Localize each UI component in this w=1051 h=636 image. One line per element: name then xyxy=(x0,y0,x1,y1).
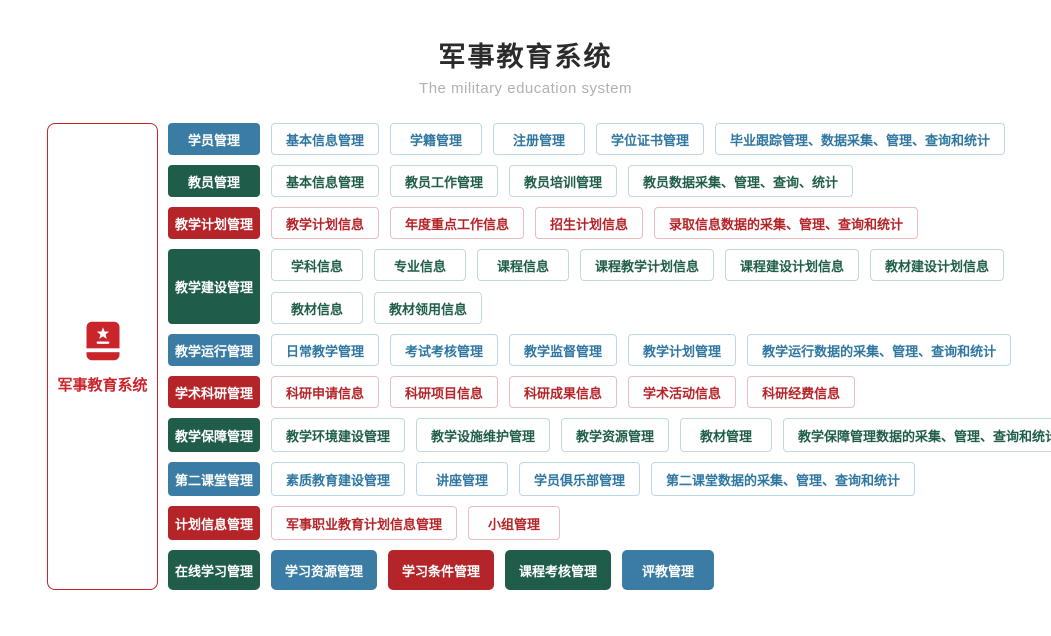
feature-button[interactable]: 课程信息 xyxy=(477,249,569,282)
module-children: 学习资源管理学习条件管理课程考核管理评教管理 xyxy=(271,550,715,591)
module-children: 日常教学管理考试考核管理教学监督管理教学计划管理教学运行数据的采集、管理、查询和… xyxy=(271,334,1012,367)
feature-button[interactable]: 教学运行数据的采集、管理、查询和统计 xyxy=(747,334,1012,367)
module-children: 基本信息管理教员工作管理教员培训管理教员数据采集、管理、查询、统计 xyxy=(271,165,854,198)
feature-button[interactable]: 日常教学管理 xyxy=(271,334,380,367)
feature-button[interactable]: 教学设施维护管理 xyxy=(416,418,551,453)
module-row: 教学建设管理学科信息专业信息课程信息课程教学计划信息课程建设计划信息教材建设计划… xyxy=(168,249,1051,325)
feature-button[interactable]: 教员工作管理 xyxy=(390,165,499,198)
feature-button[interactable]: 教材信息 xyxy=(271,292,363,325)
child-line: 基本信息管理学籍管理注册管理学位证书管理毕业跟踪管理、数据采集、管理、查询和统计 xyxy=(271,123,1006,156)
module-row: 计划信息管理军事职业教育计划信息管理小组管理 xyxy=(168,506,1051,541)
module-row: 第二课堂管理素质教育建设管理讲座管理学员俱乐部管理第二课堂数据的采集、管理、查询… xyxy=(168,462,1051,497)
module-row: 学员管理基本信息管理学籍管理注册管理学位证书管理毕业跟踪管理、数据采集、管理、查… xyxy=(168,123,1051,156)
root-system-label: 军事教育系统 xyxy=(57,377,148,395)
module-row: 在线学习管理学习资源管理学习条件管理课程考核管理评教管理 xyxy=(168,550,1051,591)
category-button[interactable]: 学员管理 xyxy=(168,123,260,156)
feature-button[interactable]: 讲座管理 xyxy=(416,462,509,497)
category-button[interactable]: 在线学习管理 xyxy=(168,550,260,591)
child-line: 教学环境建设管理教学设施维护管理教学资源管理教材管理教学保障管理数据的采集、管理… xyxy=(271,418,1051,453)
category-button[interactable]: 教学保障管理 xyxy=(168,418,260,453)
module-children: 军事职业教育计划信息管理小组管理 xyxy=(271,506,561,541)
feature-button[interactable]: 年度重点工作信息 xyxy=(390,207,525,240)
root-system-box: 军事教育系统 xyxy=(47,123,158,591)
child-line: 科研申请信息科研项目信息科研成果信息学术活动信息科研经费信息 xyxy=(271,376,856,409)
category-button[interactable]: 教学计划管理 xyxy=(168,207,260,240)
page-subtitle: The military education system xyxy=(419,80,632,98)
feature-button[interactable]: 教员数据采集、管理、查询、统计 xyxy=(628,165,854,198)
feature-button[interactable]: 科研成果信息 xyxy=(509,376,618,409)
category-button[interactable]: 教员管理 xyxy=(168,165,260,198)
feature-button[interactable]: 学科信息 xyxy=(271,249,363,282)
child-line: 基本信息管理教员工作管理教员培训管理教员数据采集、管理、查询、统计 xyxy=(271,165,854,198)
module-children: 基本信息管理学籍管理注册管理学位证书管理毕业跟踪管理、数据采集、管理、查询和统计 xyxy=(271,123,1006,156)
category-button[interactable]: 教学运行管理 xyxy=(168,334,260,367)
feature-button[interactable]: 学习资源管理 xyxy=(271,550,378,591)
feature-button[interactable]: 招生计划信息 xyxy=(535,207,644,240)
feature-button[interactable]: 基本信息管理 xyxy=(271,123,380,156)
feature-button[interactable]: 学位证书管理 xyxy=(596,123,705,156)
child-line: 日常教学管理考试考核管理教学监督管理教学计划管理教学运行数据的采集、管理、查询和… xyxy=(271,334,1012,367)
category-button[interactable]: 计划信息管理 xyxy=(168,506,260,541)
feature-button[interactable]: 考试考核管理 xyxy=(390,334,499,367)
feature-button[interactable]: 教材建设计划信息 xyxy=(870,249,1005,282)
category-button[interactable]: 学术科研管理 xyxy=(168,376,260,409)
child-line: 教材信息教材领用信息 xyxy=(271,292,1004,325)
diagram-layout: 军事教育系统 学员管理基本信息管理学籍管理注册管理学位证书管理毕业跟踪管理、数据… xyxy=(47,123,1051,591)
child-line: 学科信息专业信息课程信息课程教学计划信息课程建设计划信息教材建设计划信息 xyxy=(271,249,1005,282)
book-star-icon xyxy=(81,318,125,364)
category-button[interactable]: 第二课堂管理 xyxy=(168,462,260,497)
feature-button[interactable]: 小组管理 xyxy=(468,506,561,541)
module-row: 教学运行管理日常教学管理考试考核管理教学监督管理教学计划管理教学运行数据的采集、… xyxy=(168,334,1051,367)
feature-button[interactable]: 教学计划管理 xyxy=(628,334,737,367)
module-children: 学科信息专业信息课程信息课程教学计划信息课程建设计划信息教材建设计划信息教材信息… xyxy=(271,249,1005,325)
feature-button[interactable]: 科研申请信息 xyxy=(271,376,380,409)
feature-button[interactable]: 教学监督管理 xyxy=(509,334,618,367)
child-line: 素质教育建设管理讲座管理学员俱乐部管理第二课堂数据的采集、管理、查询和统计 xyxy=(271,462,916,497)
feature-button[interactable]: 课程建设计划信息 xyxy=(725,249,860,282)
feature-button[interactable]: 录取信息数据的采集、管理、查询和统计 xyxy=(654,207,919,240)
child-line: 军事职业教育计划信息管理小组管理 xyxy=(271,506,561,541)
feature-button[interactable]: 基本信息管理 xyxy=(271,165,380,198)
feature-button[interactable]: 学术活动信息 xyxy=(628,376,737,409)
module-children: 素质教育建设管理讲座管理学员俱乐部管理第二课堂数据的采集、管理、查询和统计 xyxy=(271,462,916,497)
module-row: 教学计划管理教学计划信息年度重点工作信息招生计划信息录取信息数据的采集、管理、查… xyxy=(168,207,1051,240)
module-row: 教员管理基本信息管理教员工作管理教员培训管理教员数据采集、管理、查询、统计 xyxy=(168,165,1051,198)
child-line: 教学计划信息年度重点工作信息招生计划信息录取信息数据的采集、管理、查询和统计 xyxy=(271,207,919,240)
feature-button[interactable]: 毕业跟踪管理、数据采集、管理、查询和统计 xyxy=(715,123,1006,156)
feature-button[interactable]: 评教管理 xyxy=(622,550,715,591)
feature-button[interactable]: 教材管理 xyxy=(680,418,773,453)
module-row: 教学保障管理教学环境建设管理教学设施维护管理教学资源管理教材管理教学保障管理数据… xyxy=(168,418,1051,453)
feature-button[interactable]: 学习条件管理 xyxy=(388,550,495,591)
category-button[interactable]: 教学建设管理 xyxy=(168,249,260,325)
module-row: 学术科研管理科研申请信息科研项目信息科研成果信息学术活动信息科研经费信息 xyxy=(168,376,1051,409)
page-title: 军事教育系统 xyxy=(438,42,613,72)
feature-button[interactable]: 素质教育建设管理 xyxy=(271,462,406,497)
feature-button[interactable]: 专业信息 xyxy=(374,249,466,282)
feature-button[interactable]: 教学环境建设管理 xyxy=(271,418,406,453)
feature-button[interactable]: 学籍管理 xyxy=(390,123,483,156)
feature-button[interactable]: 教材领用信息 xyxy=(374,292,483,325)
module-children: 教学计划信息年度重点工作信息招生计划信息录取信息数据的采集、管理、查询和统计 xyxy=(271,207,919,240)
header: 军事教育系统 The military education system xyxy=(0,0,1051,97)
module-children: 教学环境建设管理教学设施维护管理教学资源管理教材管理教学保障管理数据的采集、管理… xyxy=(271,418,1051,453)
feature-button[interactable]: 军事职业教育计划信息管理 xyxy=(271,506,458,541)
feature-button[interactable]: 课程教学计划信息 xyxy=(580,249,715,282)
module-children: 科研申请信息科研项目信息科研成果信息学术活动信息科研经费信息 xyxy=(271,376,856,409)
feature-button[interactable]: 教学计划信息 xyxy=(271,207,380,240)
feature-button[interactable]: 科研项目信息 xyxy=(390,376,499,409)
child-line: 学习资源管理学习条件管理课程考核管理评教管理 xyxy=(271,550,715,591)
feature-button[interactable]: 学员俱乐部管理 xyxy=(519,462,641,497)
feature-button[interactable]: 注册管理 xyxy=(493,123,586,156)
feature-button[interactable]: 教学保障管理数据的采集、管理、查询和统计 xyxy=(783,418,1051,453)
feature-button[interactable]: 教学资源管理 xyxy=(561,418,670,453)
feature-button[interactable]: 课程考核管理 xyxy=(505,550,612,591)
feature-button[interactable]: 教员培训管理 xyxy=(509,165,618,198)
feature-button[interactable]: 第二课堂数据的采集、管理、查询和统计 xyxy=(651,462,916,497)
feature-button[interactable]: 科研经费信息 xyxy=(747,376,856,409)
modules: 学员管理基本信息管理学籍管理注册管理学位证书管理毕业跟踪管理、数据采集、管理、查… xyxy=(168,123,1051,591)
